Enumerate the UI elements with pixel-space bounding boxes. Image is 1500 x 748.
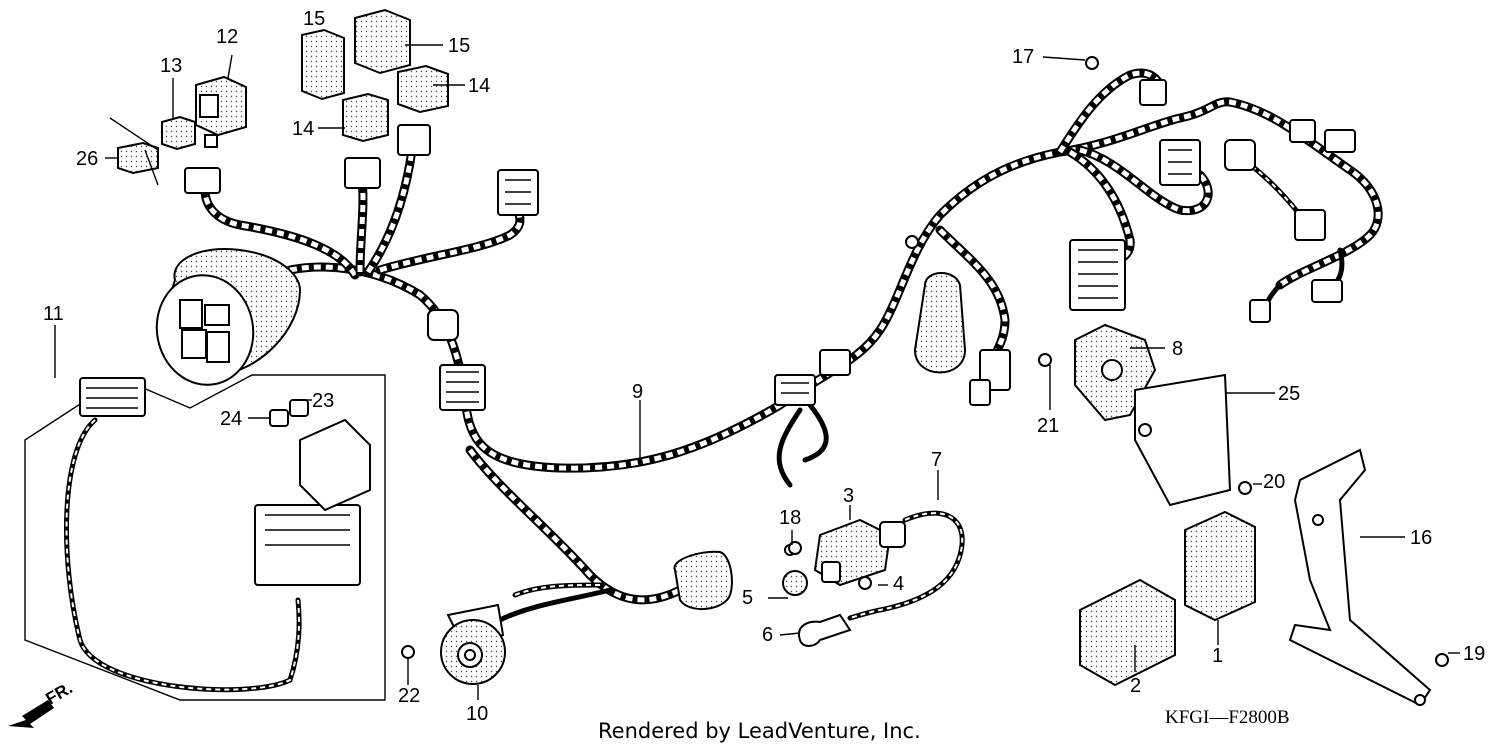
- callout-15b: 15: [448, 35, 470, 57]
- callout-7: 7: [931, 449, 942, 471]
- callout-14a: 14: [292, 118, 314, 140]
- callout-8: 8: [1172, 338, 1183, 360]
- front-direction-indicator: FR.: [8, 678, 76, 728]
- callout-26: 26: [76, 148, 98, 170]
- callout-12: 12: [216, 26, 238, 48]
- callout-3: 3: [843, 485, 854, 507]
- callout-10: 10: [466, 703, 488, 725]
- callout-22: 22: [398, 685, 420, 707]
- leader-lines: [54, 44, 1460, 700]
- callout-labels: 1 2 3 4 5 6 7 8 9 10 11 12 13 14 14 15 1…: [43, 8, 1485, 725]
- callout-20: 20: [1263, 471, 1285, 493]
- callout-24: 24: [220, 408, 242, 430]
- callout-9: 9: [632, 381, 643, 403]
- callout-14b: 14: [468, 75, 490, 97]
- main-switch-connector: [155, 248, 302, 386]
- fuse-box-assembly: [24, 374, 386, 701]
- callout-6: 6: [762, 624, 773, 646]
- callout-13: 13: [160, 55, 182, 77]
- footer-credit: Rendered by LeadVenture, Inc.: [598, 719, 921, 743]
- callout-25: 25: [1278, 383, 1300, 405]
- callout-18: 18: [779, 507, 801, 529]
- callout-17: 17: [1012, 46, 1034, 68]
- spark-plug-cord: [782, 510, 965, 647]
- coil-and-caps: [673, 272, 967, 611]
- callout-21: 21: [1037, 415, 1059, 437]
- relays-group: [109, 8, 449, 186]
- ignition-coil: [813, 518, 906, 587]
- callout-19: 19: [1463, 643, 1485, 665]
- callout-5: 5: [742, 587, 753, 609]
- right-parts: [401, 56, 1449, 707]
- front-arrow-icon: [8, 700, 54, 728]
- diagram-code: KFGI—F2800B: [1165, 707, 1290, 728]
- horn: [440, 603, 506, 685]
- callout-2: 2: [1130, 675, 1141, 697]
- callout-15a: 15: [303, 8, 325, 30]
- harness-connectors: [184, 79, 1356, 411]
- callout-4: 4: [893, 573, 904, 595]
- callout-16: 16: [1410, 527, 1432, 549]
- callout-11: 11: [43, 303, 64, 325]
- callout-1: 1: [1212, 645, 1223, 667]
- callout-23: 23: [312, 390, 334, 412]
